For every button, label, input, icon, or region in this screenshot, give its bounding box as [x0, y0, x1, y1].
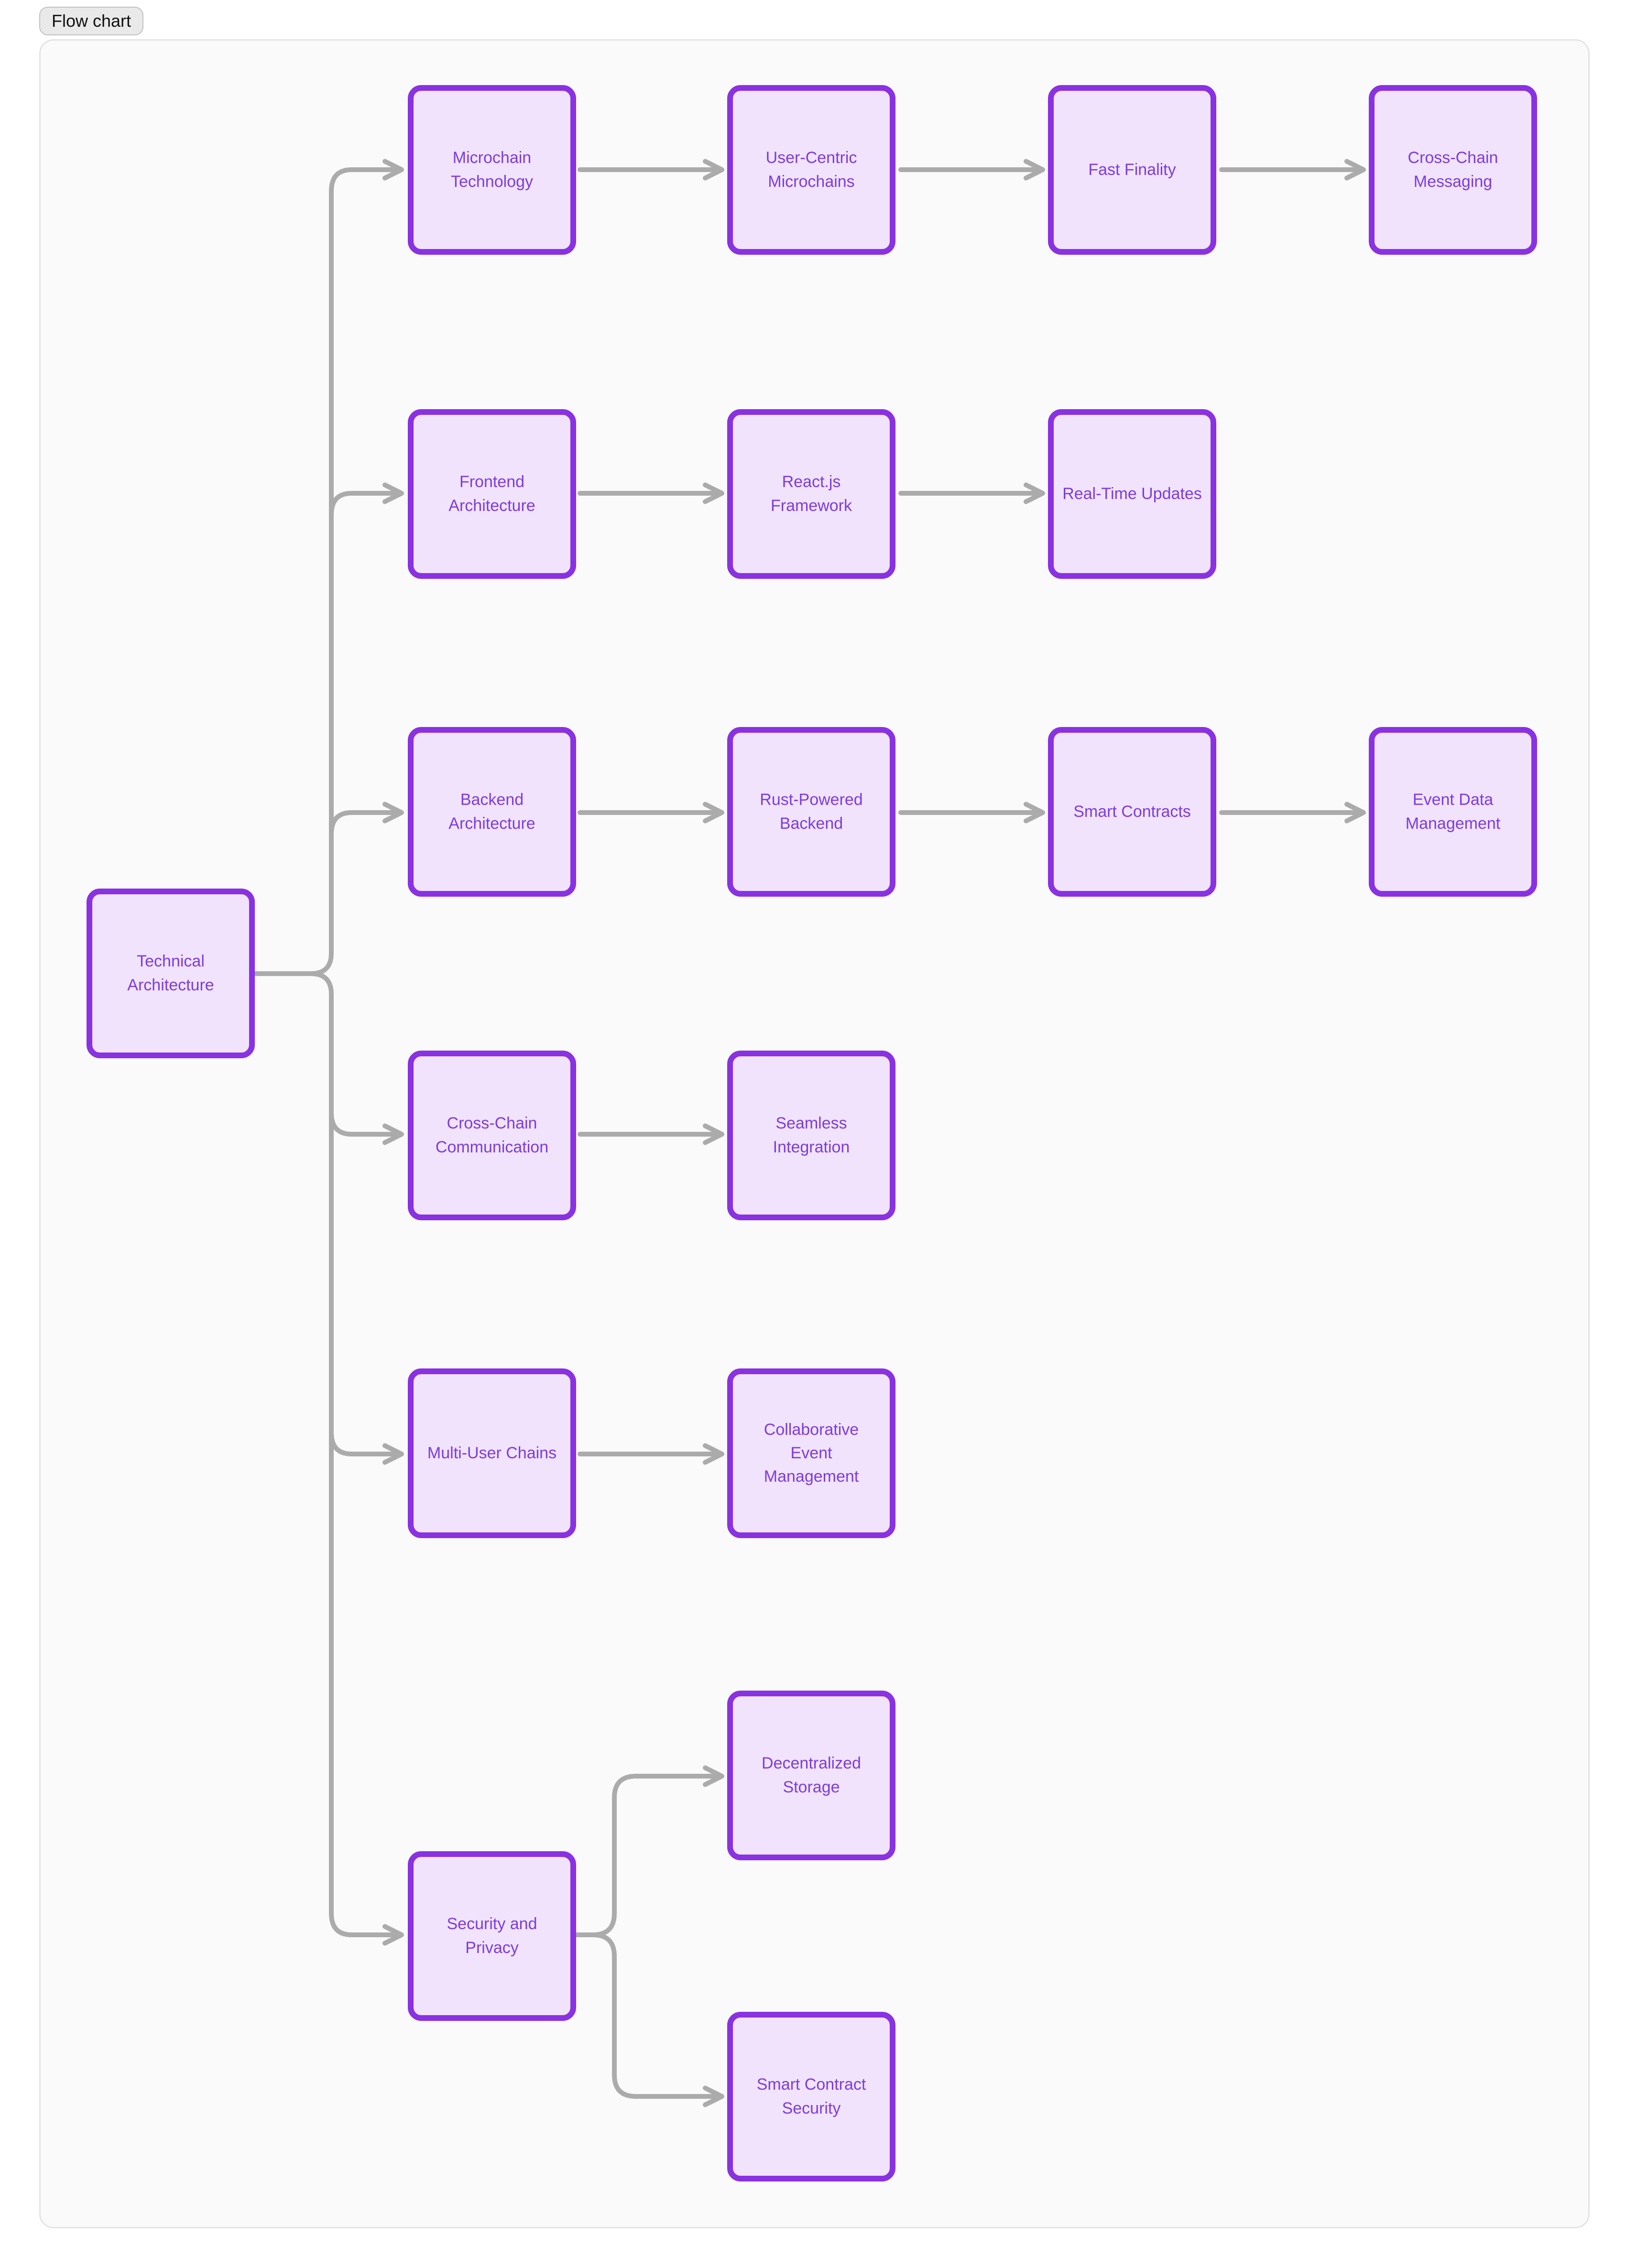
edge-root-to-backend: [329, 802, 404, 836]
node-user-centric-microchains: User-Centric Microchains: [727, 85, 895, 255]
node-smart-contract-security: Smart Contract Security: [727, 2012, 895, 2181]
edge-root-to-security: [308, 971, 404, 1946]
node-label: Security and Privacy: [447, 1915, 537, 1957]
edge-security-to-storage: [574, 1765, 724, 1937]
node-event-data-management: Event Data Management: [1369, 727, 1537, 897]
node-smart-contracts: Smart Contracts: [1048, 727, 1216, 897]
flow-chart-badge: Flow chart: [39, 7, 144, 35]
edge-root-to-crosschain: [329, 1110, 404, 1145]
node-microchain-technology: Microchain Technology: [408, 85, 576, 255]
node-label: Event Data Management: [1405, 791, 1501, 833]
node-rust-powered-backend: Rust-Powered Backend: [727, 727, 895, 897]
node-fast-finality: Fast Finality: [1048, 85, 1216, 255]
node-reactjs-framework: React.js Framework: [727, 409, 895, 579]
node-multi-user-chains: Multi-User Chains: [408, 1368, 576, 1538]
node-backend-architecture: Backend Architecture: [408, 727, 576, 897]
edge-root-to-microchain: [252, 159, 404, 976]
edge-root-to-frontend: [329, 482, 404, 517]
node-label: Decentralized Storage: [762, 1754, 861, 1796]
edge-security-to-contractsecurity: [590, 1932, 724, 2107]
node-cross-chain-communication: Cross-Chain Communication: [408, 1051, 576, 1220]
node-label: React.js Framework: [770, 473, 852, 515]
node-label: Multi-User Chains: [427, 1443, 557, 1462]
node-real-time-updates: Real-Time Updates: [1048, 409, 1216, 579]
node-collaborative-event-management: Collaborative Event Management: [727, 1368, 895, 1538]
node-cross-chain-messaging: Cross-Chain Messaging: [1369, 85, 1537, 255]
node-label: Microchain Technology: [450, 149, 533, 191]
node-label: Backend Architecture: [448, 791, 535, 833]
node-frontend-architecture: Frontend Architecture: [408, 409, 576, 579]
edge-root-to-multiuser: [329, 1430, 404, 1465]
node-label: Seamless Integration: [773, 1114, 850, 1156]
node-security-and-privacy: Security and Privacy: [408, 1851, 576, 2021]
node-label: Frontend Architecture: [448, 473, 535, 515]
node-seamless-integration: Seamless Integration: [727, 1051, 895, 1220]
node-label: User-Centric Microchains: [765, 149, 857, 191]
node-label: Cross-Chain Communication: [435, 1114, 549, 1156]
node-decentralized-storage: Decentralized Storage: [727, 1691, 895, 1860]
node-label: Collaborative Event Management: [764, 1420, 859, 1486]
node-label: Rust-Powered Backend: [760, 791, 863, 833]
node-label: Smart Contract Security: [756, 2075, 866, 2117]
node-label: Fast Finality: [1088, 160, 1176, 179]
node-label: Real-Time Updates: [1062, 484, 1202, 503]
node-label: Smart Contracts: [1073, 802, 1191, 821]
node-technical-architecture: Technical Architecture: [87, 889, 255, 1058]
node-label: Cross-Chain Messaging: [1408, 149, 1498, 191]
node-label: Technical Architecture: [127, 952, 214, 994]
